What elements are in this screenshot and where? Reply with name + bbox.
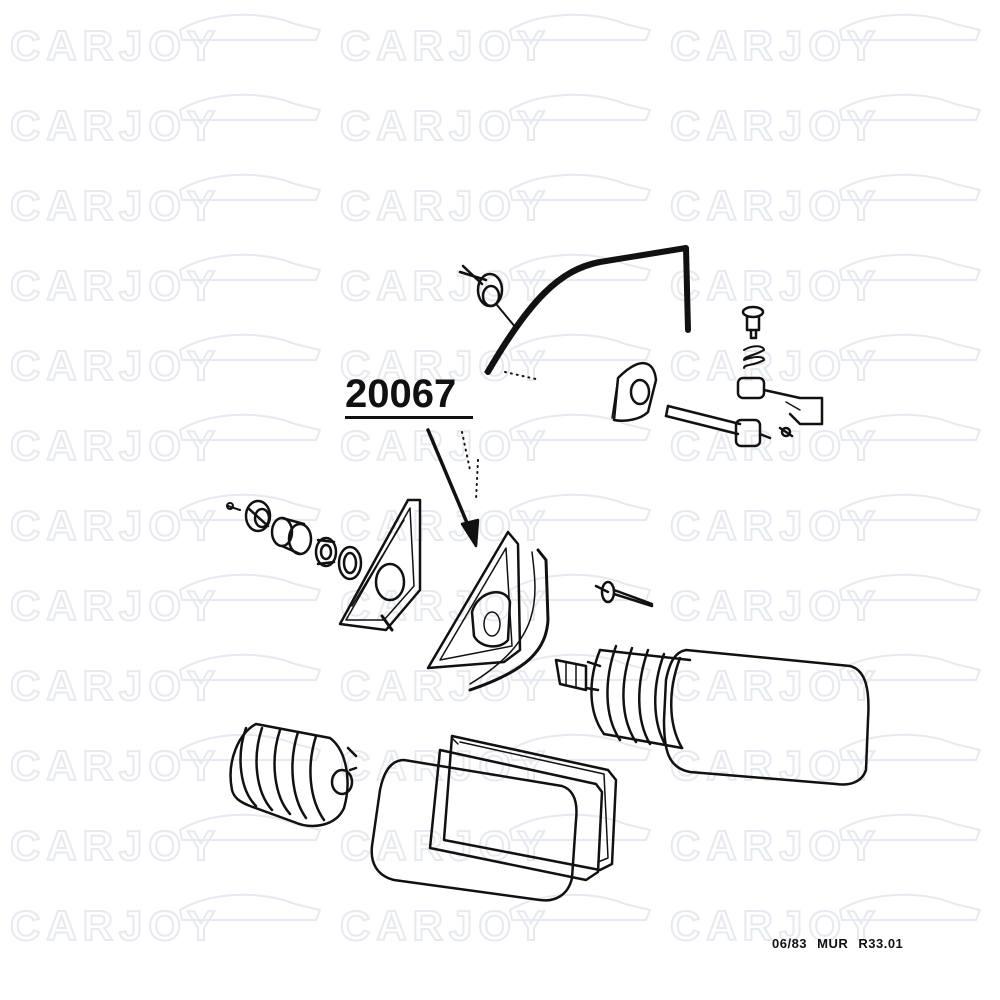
watermark-car-outline — [838, 253, 982, 281]
watermark-text: CARJOY — [10, 342, 221, 389]
watermark-car-outline — [178, 253, 322, 281]
watermark-car-outline — [178, 493, 322, 521]
watermark-text: CARJOY — [10, 822, 221, 869]
watermark-car-outline — [508, 333, 652, 361]
watermark-text: CARJOY — [340, 22, 551, 69]
watermark-text: CARJOY — [670, 182, 881, 229]
watermark-text: CARJOY — [670, 102, 881, 149]
watermark-car-outline — [178, 13, 322, 41]
watermark-car-outline — [178, 413, 322, 441]
mirror-glass-plates — [428, 734, 618, 882]
watermark-text: CARJOY — [340, 662, 551, 709]
watermark-text: CARJOY — [340, 502, 551, 549]
mount-plate — [611, 361, 658, 422]
watermark-car-outline — [508, 573, 652, 601]
watermark-car-outline — [508, 253, 652, 281]
mirror-housing-right — [662, 648, 870, 786]
watermark-car-outline — [178, 333, 322, 361]
watermark-car-outline — [508, 493, 652, 521]
watermark-car-outline — [838, 413, 982, 441]
watermark-text: CARJOY — [10, 502, 221, 549]
watermark-text: CARJOY — [670, 582, 881, 629]
watermark-text: CARJOY — [10, 262, 221, 309]
small-screw-left — [226, 502, 241, 511]
watermark-car-outline — [178, 893, 322, 921]
watermark-car-outline — [178, 653, 322, 681]
window-seal-strip — [484, 245, 691, 375]
watermark-text: CARJOY — [10, 22, 221, 69]
watermark-text: CARJOY — [670, 262, 881, 309]
inner-trim-panel — [338, 498, 422, 632]
nut — [314, 536, 338, 568]
watermark-car-outline — [178, 733, 322, 761]
watermark-car-outline — [508, 813, 652, 841]
screw — [741, 305, 765, 340]
triangle-trim-20067 — [426, 530, 522, 670]
watermark-car-outline — [178, 93, 322, 121]
watermark-text: CARJOY — [670, 502, 881, 549]
watermark-car-outline — [508, 173, 652, 201]
part-number-label: 20067 — [345, 372, 457, 416]
watermark-text: CARJOY — [670, 742, 881, 789]
adjust-knob — [244, 499, 272, 533]
bellows-boot-right — [554, 644, 692, 750]
watermark-text: CARJOY — [340, 582, 551, 629]
watermark-car-outline — [838, 733, 982, 761]
watermark-car-outline — [838, 493, 982, 521]
watermark-text: CARJOY — [670, 342, 881, 389]
adjuster-cable — [664, 404, 794, 448]
watermark-car-outline — [178, 573, 322, 601]
watermark-car-outline — [838, 653, 982, 681]
watermark-text: CARJOY — [10, 662, 221, 709]
label-arrow — [426, 428, 480, 548]
watermark-car-outline — [508, 413, 652, 441]
watermark-text: CARJOY — [10, 182, 221, 229]
watermark-car-outline — [838, 573, 982, 601]
watermark-car-outline — [508, 13, 652, 41]
watermark-text: CARJOY — [670, 22, 881, 69]
watermark-text: CARJOY — [10, 422, 221, 469]
watermark-text: CARJOY — [670, 902, 881, 949]
watermark-car-outline — [838, 173, 982, 201]
watermark-text: CARJOY — [10, 582, 221, 629]
watermark-car-outline — [178, 813, 322, 841]
watermark-text: CARJOY — [10, 102, 221, 149]
watermark-car-outline — [838, 93, 982, 121]
clip-pin-middle — [594, 580, 654, 608]
adjuster-lever — [736, 376, 824, 426]
trim-seal — [468, 548, 550, 692]
bellows-boot-left — [229, 722, 358, 828]
watermark-text: CARJOY — [340, 262, 551, 309]
watermark-text: CARJOY — [670, 662, 881, 709]
mirror-housing-left — [370, 758, 578, 902]
leader-dots — [461, 371, 541, 501]
watermark-car-outline — [508, 893, 652, 921]
watermark-text: CARJOY — [670, 822, 881, 869]
watermark-car-outline — [838, 813, 982, 841]
watermark-car-outline — [178, 173, 322, 201]
watermark-text: CARJOY — [340, 182, 551, 229]
clip-pin-top — [458, 264, 517, 329]
spring — [743, 345, 765, 369]
watermark-text: CARJOY — [340, 902, 551, 949]
knob-bezel — [270, 516, 313, 556]
watermark-car-outline — [508, 93, 652, 121]
watermark-car-outline — [838, 13, 982, 41]
drawing-reference-code: 06/83 MUR R33.01 — [772, 936, 904, 951]
watermark-car-outline — [838, 333, 982, 361]
watermark-text: CARJOY — [670, 422, 881, 469]
watermark-car-outline — [508, 733, 652, 761]
watermark-car-outline — [838, 893, 982, 921]
watermark-text: CARJOY — [340, 342, 551, 389]
watermark-text: CARJOY — [340, 102, 551, 149]
watermark-text: CARJOY — [10, 902, 221, 949]
part-number-underline — [345, 416, 473, 419]
watermark-text: CARJOY — [10, 742, 221, 789]
washer — [337, 545, 363, 581]
